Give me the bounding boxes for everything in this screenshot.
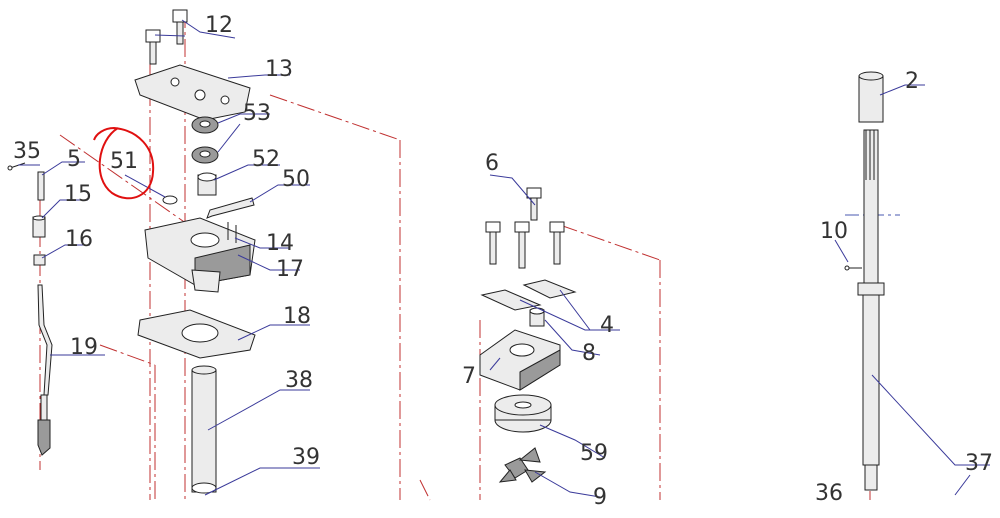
callout-17: 17 <box>276 257 304 282</box>
callout-52: 52 <box>252 147 280 172</box>
callout-10: 10 <box>820 219 848 244</box>
rod-5 <box>37 171 45 201</box>
callout-51: 51 <box>110 149 138 174</box>
callout-5: 5 <box>67 147 81 172</box>
callout-8: 8 <box>582 341 596 366</box>
middle-assembly <box>479 187 577 483</box>
leader-lines <box>18 19 990 498</box>
callout-18: 18 <box>283 304 311 329</box>
callout-53: 53 <box>243 101 271 126</box>
pin-50 <box>206 197 255 219</box>
callout-16: 16 <box>65 227 93 252</box>
callout-7: 7 <box>462 364 476 389</box>
callout-50: 50 <box>282 167 310 192</box>
callout-39: 39 <box>292 445 320 470</box>
bolt-12b <box>145 29 161 65</box>
right-assembly <box>844 71 885 491</box>
callout-6: 6 <box>485 151 499 176</box>
callout-37: 37 <box>965 451 993 476</box>
cap-2 <box>858 75 884 123</box>
tube-38 <box>191 369 217 493</box>
left-assembly <box>7 9 256 494</box>
callout-13: 13 <box>265 57 293 82</box>
pin-10 <box>844 265 850 271</box>
plate-4b <box>522 279 577 299</box>
callout-36: 36 <box>815 481 843 506</box>
impeller-9 <box>498 447 547 483</box>
screw-35 <box>7 162 26 171</box>
bolt-6 <box>526 187 542 221</box>
callout-59: 59 <box>580 441 608 466</box>
callout-9: 9 <box>593 485 607 510</box>
callout-12: 12 <box>205 13 233 38</box>
callout-35: 35 <box>13 139 41 164</box>
plate-4a <box>480 289 542 311</box>
bolt-set <box>485 221 565 269</box>
nut-16 <box>33 254 46 266</box>
bolt-12a <box>172 9 188 45</box>
highlight-circle-51 <box>93 126 155 200</box>
callout-15: 15 <box>64 182 92 207</box>
washer-51 <box>162 195 178 205</box>
plate-13 <box>134 64 251 121</box>
shift-rod-19 <box>37 284 53 396</box>
callout-19: 19 <box>70 335 98 360</box>
callout-4: 4 <box>600 313 614 338</box>
callout-2: 2 <box>905 69 919 94</box>
callout-38: 38 <box>285 368 313 393</box>
callout-14: 14 <box>266 231 294 256</box>
callout-labels: 12 13 53 52 50 51 35 5 15 16 14 17 18 19… <box>13 13 993 510</box>
